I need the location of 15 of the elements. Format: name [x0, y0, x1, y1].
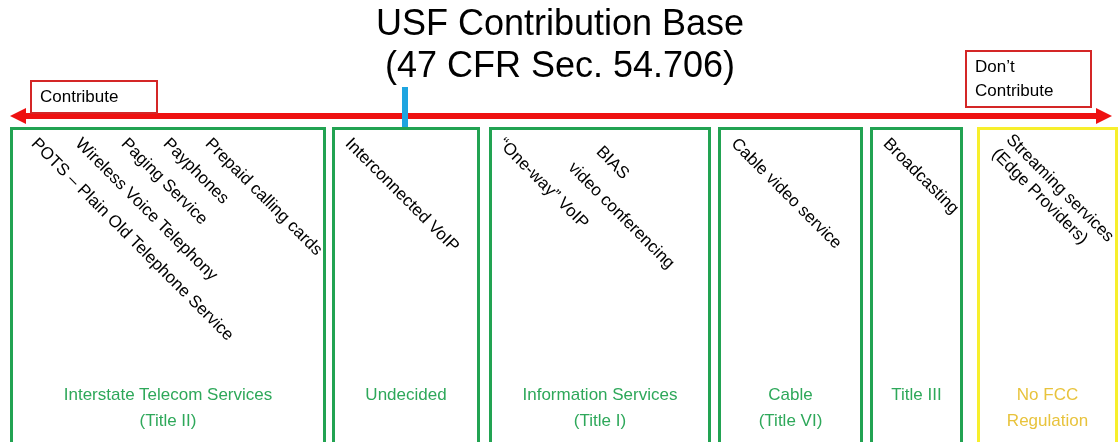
- category-label: Undecided: [364, 384, 448, 406]
- category-label: Interstate Telecom Services (Title II): [62, 384, 274, 432]
- label-box: Contribute: [30, 80, 158, 114]
- category-box: [977, 127, 1118, 442]
- title: USF Contribution Base (47 CFR Sec. 54.706): [374, 2, 746, 86]
- category-box: [332, 127, 480, 442]
- category-box: [489, 127, 711, 442]
- category-label: Cable (Title VI): [757, 384, 824, 432]
- category-box: [870, 127, 963, 442]
- category-box: [718, 127, 863, 442]
- category-box: [10, 127, 326, 442]
- category-label: Information Services (Title I): [521, 384, 679, 432]
- label-box: Don’t Contribute: [965, 50, 1092, 108]
- category-label: Title III: [890, 384, 943, 406]
- category-label: No FCC Regulation: [1005, 384, 1090, 432]
